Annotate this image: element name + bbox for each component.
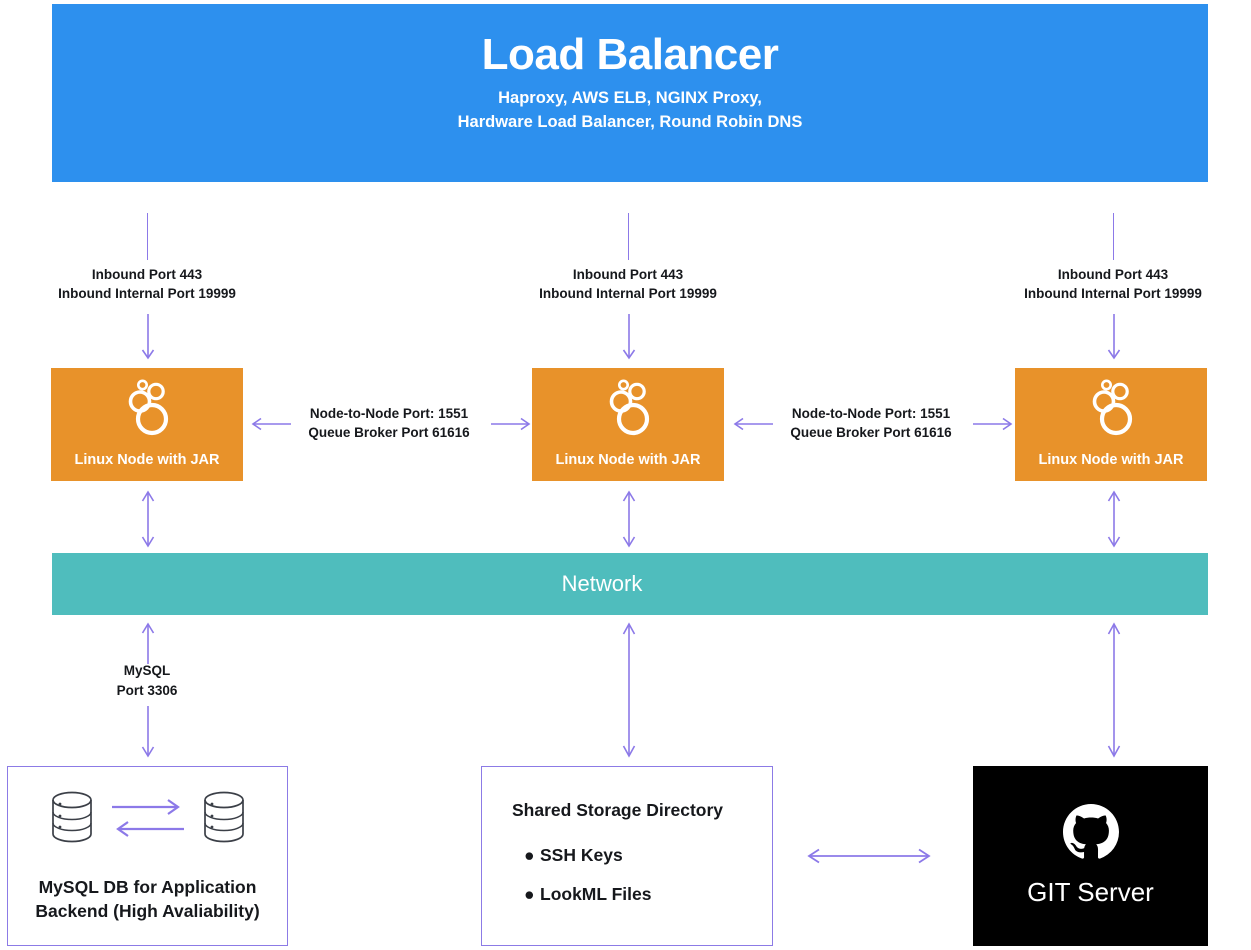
- load-balancer-box: Load Balancer Haproxy, AWS ELB, NGINX Pr…: [52, 4, 1208, 182]
- linux-node-1-label: Linux Node with JAR: [74, 452, 220, 468]
- arrow-right-icon-link-1: [491, 417, 531, 431]
- arrow-updown-icon-node-2-network: [622, 490, 636, 548]
- network-bar: Network: [52, 553, 1208, 615]
- inbound-label-node-3-line-1: Inbound Port 443: [1057, 267, 1169, 282]
- inbound-label-node-2: Inbound Port 443 Inbound Internal Port 1…: [498, 265, 758, 303]
- shared-storage-box: Shared Storage Directory ●SSH Keys ●Look…: [481, 766, 773, 946]
- inbound-label-node-2-line-2: Inbound Internal Port 19999: [539, 286, 717, 302]
- node-link-label-1: Node-to-Node Port: 1551 Queue Broker Por…: [291, 404, 487, 442]
- mysql-link-label-line-1: MySQL: [123, 663, 171, 678]
- inbound-label-node-1-line-1: Inbound Port 443: [91, 267, 203, 282]
- inbound-label-node-3: Inbound Port 443 Inbound Internal Port 1…: [983, 265, 1243, 303]
- arrow-right-icon-link-2: [973, 417, 1013, 431]
- git-server-label: GIT Server: [1027, 877, 1154, 907]
- arrow-down-icon-mysql-db: [141, 706, 155, 758]
- connector-lb-to-node-1-upper: [147, 213, 148, 260]
- node-link-label-1-line-1: Node-to-Node Port: 1551: [309, 406, 469, 421]
- bullet-icon: ●: [524, 884, 535, 904]
- mysql-link-label-line-2: Port 3306: [116, 682, 178, 698]
- mysql-database-caption: MySQL DB for Application Backend (High A…: [8, 875, 287, 923]
- node-link-label-2: Node-to-Node Port: 1551 Queue Broker Por…: [773, 404, 969, 442]
- arrow-updown-icon-node-1-network: [141, 490, 155, 548]
- database-replication-arrows: [110, 791, 186, 848]
- arrow-left-icon-link-1: [251, 417, 291, 431]
- linux-node-2-label: Linux Node with JAR: [555, 452, 701, 468]
- connector-lb-to-node-3-upper: [1113, 213, 1114, 260]
- arrow-down-icon-node-3: [1107, 314, 1121, 360]
- mysql-database-caption-line-1: MySQL DB for Application: [38, 876, 257, 897]
- github-octocat-icon: [1062, 804, 1119, 865]
- inbound-label-node-1-line-2: Inbound Internal Port 19999: [58, 286, 236, 302]
- linux-node-1[interactable]: Linux Node with JAR: [51, 368, 243, 481]
- arrow-left-icon-link-2: [733, 417, 773, 431]
- shared-storage-list: ●SSH Keys ●LookML Files: [524, 845, 652, 923]
- arrow-down-icon-node-1: [141, 314, 155, 360]
- load-balancer-subtitle-line-2: Hardware Load Balancer, Round Robin DNS: [457, 113, 803, 132]
- mysql-database-caption-line-2: Backend (High Avaliability): [35, 900, 260, 921]
- list-item: ●LookML Files: [524, 884, 652, 905]
- arrow-up-icon-network-mysql: [141, 622, 155, 664]
- arrow-updown-icon-network-storage: [622, 622, 636, 758]
- list-item: ●SSH Keys: [524, 845, 652, 866]
- inbound-label-node-2-line-1: Inbound Port 443: [572, 267, 684, 282]
- node-link-label-1-line-2: Queue Broker Port 61616: [308, 425, 470, 441]
- linux-node-3-label: Linux Node with JAR: [1038, 452, 1184, 468]
- load-balancer-subtitle: Haproxy, AWS ELB, NGINX Proxy, Hardware …: [458, 87, 803, 135]
- load-balancer-subtitle-line-1: Haproxy, AWS ELB, NGINX Proxy,: [498, 89, 762, 108]
- mysql-database-box: MySQL DB for Application Backend (High A…: [7, 766, 288, 946]
- shared-storage-item-label: SSH Keys: [540, 845, 623, 865]
- network-label: Network: [561, 571, 643, 596]
- bullet-icon: ●: [524, 845, 535, 865]
- node-link-label-2-line-1: Node-to-Node Port: 1551: [791, 406, 951, 421]
- linux-node-3[interactable]: Linux Node with JAR: [1015, 368, 1207, 481]
- database-cylinder-icon-replica: [200, 789, 248, 850]
- arrow-updown-icon-node-3-network: [1107, 490, 1121, 548]
- looker-logo-icon: [119, 376, 175, 443]
- inbound-label-node-3-line-2: Inbound Internal Port 19999: [1024, 286, 1202, 302]
- arrow-leftright-icon-storage-git: [807, 848, 931, 864]
- database-replication-graphic: [8, 789, 287, 850]
- git-server-box[interactable]: GIT Server: [973, 766, 1208, 946]
- node-link-label-2-line-2: Queue Broker Port 61616: [790, 425, 952, 441]
- shared-storage-item-label: LookML Files: [540, 884, 652, 904]
- load-balancer-title: Load Balancer: [481, 30, 779, 79]
- inbound-label-node-1: Inbound Port 443 Inbound Internal Port 1…: [17, 265, 277, 303]
- connector-lb-to-node-2-upper: [628, 213, 629, 260]
- linux-node-2[interactable]: Linux Node with JAR: [532, 368, 724, 481]
- looker-logo-icon: [600, 376, 656, 443]
- arrow-down-icon-node-2: [622, 314, 636, 360]
- database-cylinder-icon-primary: [48, 789, 96, 850]
- looker-logo-icon: [1083, 376, 1139, 443]
- arrow-updown-icon-network-git: [1107, 622, 1121, 758]
- mysql-link-label: MySQL Port 3306: [62, 661, 232, 700]
- shared-storage-title: Shared Storage Directory: [512, 800, 724, 820]
